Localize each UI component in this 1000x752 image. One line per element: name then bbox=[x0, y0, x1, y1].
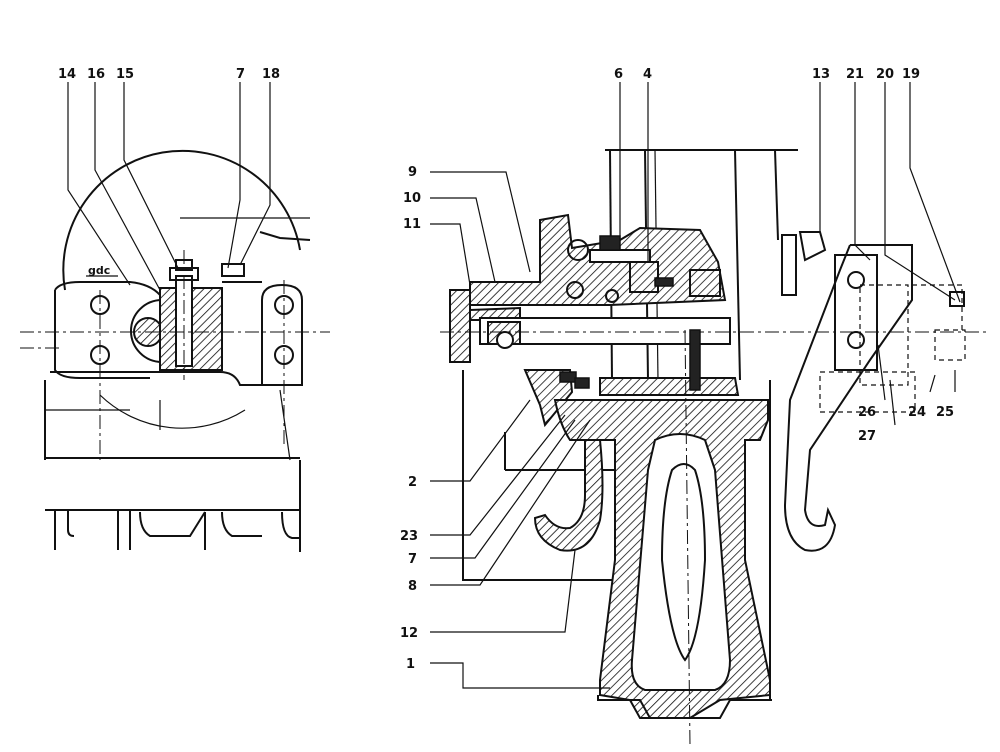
callout-7-left: 7 bbox=[236, 67, 245, 82]
callout-26: 26 bbox=[858, 405, 876, 420]
callout-13: 13 bbox=[812, 67, 830, 82]
left-callouts: 14 16 15 7 18 gdc bbox=[58, 67, 280, 277]
main-callouts-left: 9 10 11 2 23 7 8 12 1 bbox=[400, 165, 421, 672]
callout-16: 16 bbox=[87, 67, 105, 82]
callout-2: 2 bbox=[408, 475, 417, 490]
nut-label: gdc bbox=[88, 264, 110, 277]
callout-9: 9 bbox=[408, 165, 417, 180]
callout-10: 10 bbox=[403, 191, 421, 206]
main-section-view bbox=[430, 82, 990, 746]
callout-25: 25 bbox=[936, 405, 954, 420]
callout-4: 4 bbox=[643, 67, 652, 82]
callout-24: 24 bbox=[908, 405, 926, 420]
main-callouts-right: 26 27 24 25 bbox=[858, 405, 954, 444]
callout-11: 11 bbox=[403, 217, 421, 232]
callout-23: 23 bbox=[400, 529, 418, 544]
callout-12: 12 bbox=[400, 626, 418, 641]
callout-1: 1 bbox=[406, 657, 415, 672]
callout-21: 21 bbox=[846, 67, 864, 82]
callout-14: 14 bbox=[58, 67, 76, 82]
callout-19: 19 bbox=[902, 67, 920, 82]
callout-6: 6 bbox=[614, 67, 623, 82]
callout-18: 18 bbox=[262, 67, 280, 82]
main-callouts-top: 6 4 13 21 20 19 bbox=[614, 67, 920, 82]
callout-7: 7 bbox=[408, 552, 417, 567]
callout-8: 8 bbox=[408, 579, 417, 594]
callout-20: 20 bbox=[876, 67, 894, 82]
left-side-view bbox=[20, 82, 330, 552]
callout-15: 15 bbox=[116, 67, 134, 82]
callout-27: 27 bbox=[858, 429, 876, 444]
